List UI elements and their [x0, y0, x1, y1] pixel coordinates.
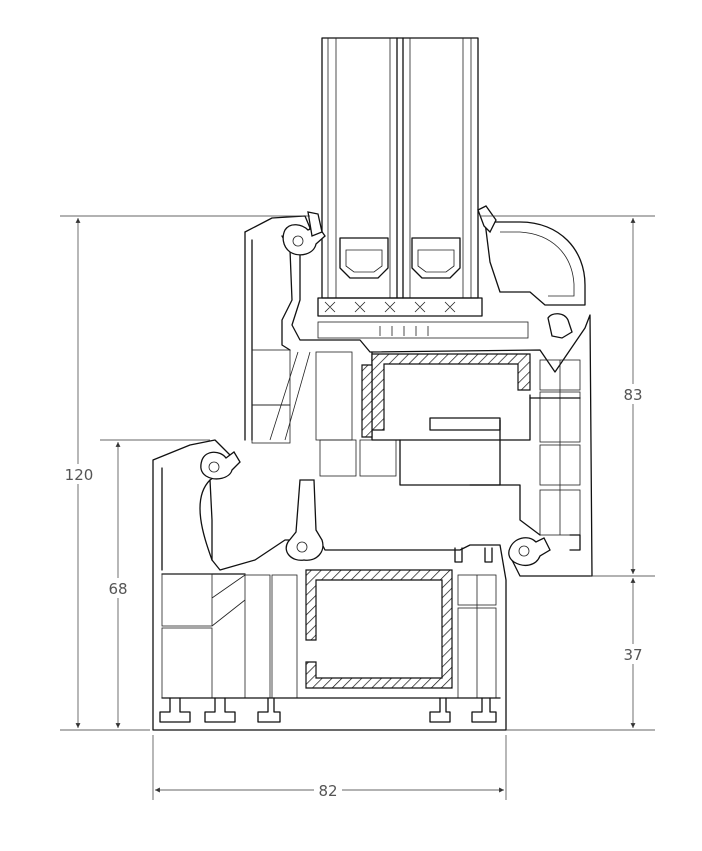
- spacer-right: [411, 237, 461, 279]
- dimension-total-height: 120: [65, 466, 94, 484]
- gasket-glass-inner: [307, 211, 323, 237]
- dimension-lower-height: 37: [623, 646, 642, 664]
- dimension-frame-height: 68: [108, 580, 127, 598]
- gasket-bead: [547, 313, 573, 339]
- dimension-profile-width: 82: [318, 782, 337, 800]
- dimension-lines: [60, 215, 655, 800]
- gasket-inner: [508, 537, 551, 567]
- spacer-left: [339, 237, 389, 279]
- frame-steel-reinforcement: [305, 569, 453, 689]
- dimension-sash-height: 83: [623, 386, 642, 404]
- sash-profile: [244, 215, 593, 577]
- gasket-glass-outer: [477, 205, 497, 234]
- gaskets: [200, 205, 573, 567]
- gasket-center: [285, 479, 324, 561]
- sash-steel-reinforcement: [371, 353, 531, 431]
- gasket-frame-outer: [200, 451, 241, 480]
- glazing-bead: [484, 221, 586, 306]
- glazing-unit: [317, 37, 483, 317]
